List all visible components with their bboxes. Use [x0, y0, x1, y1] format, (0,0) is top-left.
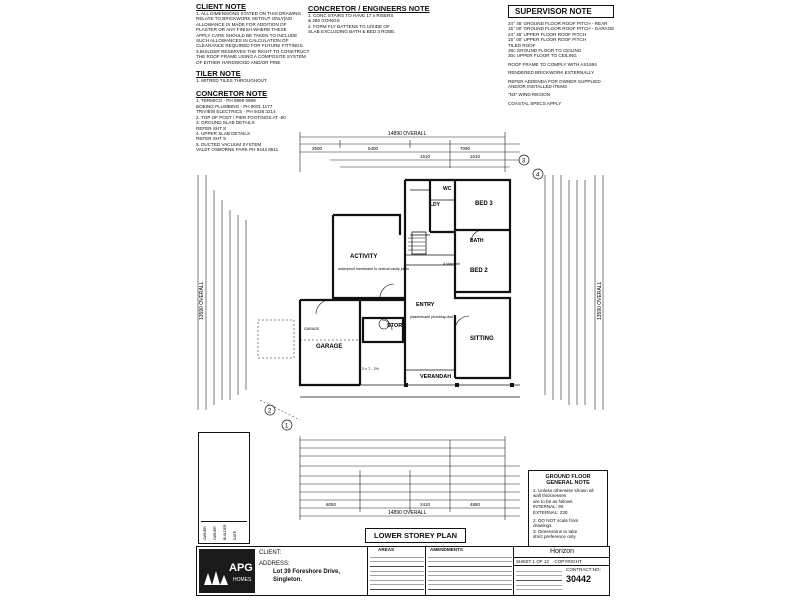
stair-treads: [408, 237, 425, 251]
svg-text:DATE: DATE: [233, 530, 237, 540]
supervisor-note: SUPERVISOR NOTE 24° 45' GROUND FLOOR ROO…: [508, 5, 615, 106]
room-activity: ACTIVITY: [350, 254, 377, 260]
room-ldy: LDY: [430, 202, 441, 208]
section-marker-3: 3: [518, 154, 530, 166]
door-swings: [315, 229, 484, 331]
tiler-note-title: TILER NOTE: [196, 69, 241, 79]
amendments-label: AMENDMENTS: [430, 547, 463, 552]
client-note-title: CLIENT NOTE: [196, 2, 246, 11]
contract-no-label: CONTRACT NO:: [566, 567, 601, 572]
overall-bottom-label: 14890 OVERALL: [388, 510, 427, 516]
room-store: STORE: [387, 323, 406, 329]
title-block: APG HOMES CLIENT: ADDRESS: Lot 39 Foresh…: [196, 546, 610, 596]
top-dim-1: 5400: [368, 146, 379, 151]
room-bed2: BED 2: [470, 268, 488, 274]
amendments-grid: [428, 553, 512, 592]
right-dimension-lines: [544, 175, 604, 410]
client-note: CLIENT NOTE 1. ALL DIMENSIONS STATED ON …: [196, 2, 309, 153]
annotation-plumbing-duct: plasterboard plumbing duct: [410, 315, 453, 319]
supervisor-note-body: 24° 45' GROUND FLOOR ROOF PITCH - REAR 1…: [508, 21, 615, 106]
owner-label-strip: OWNER OWNER BUILDER DATE: [203, 524, 237, 540]
verandah-posts: [404, 383, 514, 387]
section-marker-4: 4: [532, 168, 544, 180]
svg-text:BUILDER: BUILDER: [223, 524, 227, 540]
annotation-steps: 2 x 7 - 2½: [362, 367, 380, 371]
plan-title: LOWER STOREY PLAN: [365, 528, 467, 543]
overall-right-label: 13590 OVERALL: [597, 281, 603, 320]
top-dimension-lines: [299, 132, 520, 172]
tiler-note-body: 1. MITRED TILES THROUGHOUT.: [196, 78, 268, 84]
room-bed3: BED 3: [475, 201, 493, 207]
contract-number: 30442: [566, 574, 592, 584]
overall-top-label: 14890 OVERALL: [388, 131, 427, 137]
areas-grid: [370, 553, 424, 592]
svg-text:HOMES: HOMES: [233, 577, 252, 583]
areas-table: AREAS: [367, 547, 426, 595]
overall-left-label: 13590 OVERALL: [199, 281, 205, 320]
section-marker-2: 2: [264, 404, 276, 416]
left-dimension-lines: [197, 175, 247, 410]
copyright-label: COPYRIGHT: [554, 559, 582, 564]
top-dim-4: 1610: [470, 154, 481, 159]
top-dim-3: 1610: [420, 154, 431, 159]
bottom-dimension-lines: [299, 436, 520, 520]
owner-signature-box: [198, 432, 250, 544]
concreter-note-title: CONCRETOR NOTE: [196, 89, 268, 99]
address-line-2: Singleton.: [273, 577, 302, 583]
project-details-grid: [516, 567, 562, 593]
project-name: Horizon: [549, 548, 575, 555]
general-note-box: GROUND FLOOR GENERAL NOTE 1. Unless othe…: [528, 470, 608, 550]
svg-text:1: 1: [285, 424, 289, 430]
bottom-dim-1: 2410: [420, 502, 431, 507]
address-line-1: Lot 39 Foreshore Drive,: [273, 569, 341, 575]
top-dim-2: 7090: [460, 146, 471, 151]
sheet-number: SHEET 1 OF 12: [516, 559, 550, 564]
svg-text:3: 3: [522, 159, 526, 165]
logo-trees-icon: APG HOMES: [204, 562, 253, 585]
general-note-body: 1. Unless otherwise shown all wall thick…: [533, 488, 594, 540]
client-note-body: 1. ALL DIMENSIONS STATED ON THIS DRAWING…: [196, 11, 310, 65]
room-bath: BATH: [470, 238, 484, 244]
bottom-dim-2: 4880: [470, 502, 481, 507]
svg-text:OWNER: OWNER: [213, 526, 217, 540]
company-logo: APG HOMES: [199, 549, 255, 593]
amendments-table: AMENDMENTS: [425, 547, 514, 595]
concretor-engineers-note-title: CONCRETOR / ENGINEERS NOTE: [308, 4, 430, 13]
concretor-engineers-note-body: 1. CONC STAIRS TO HAVE 17 x RISERS & 280…: [308, 13, 396, 35]
areas-label: AREAS: [378, 547, 395, 552]
general-note-title: GROUND FLOOR GENERAL NOTE: [545, 474, 591, 486]
concreter-note-body: 1. TERMICO - PH 9999 0999 BOEING PLUMBIN…: [196, 98, 286, 153]
room-wc: WC: [443, 186, 452, 192]
concretor-engineers-note: CONCRETOR / ENGINEERS NOTE 1. CONC STAIR…: [308, 4, 430, 35]
project-block: Horizon SHEET 1 OF 12 COPYRIGHT CONTRACT…: [513, 547, 610, 595]
room-sitting: SITTING: [470, 336, 494, 342]
supervisor-note-title: SUPERVISOR NOTE: [508, 5, 615, 18]
dashed-outlines: [257, 319, 361, 421]
annotation-garage: GARAGE: [304, 327, 320, 331]
room-garage: GARAGE: [316, 344, 342, 350]
room-verandah: VERANDAH: [420, 374, 451, 380]
walls: [298, 178, 512, 387]
svg-text:OWNER: OWNER: [203, 526, 207, 540]
section-marker-1: 1: [281, 419, 293, 431]
svg-text:2: 2: [268, 409, 272, 415]
svg-text:4: 4: [536, 173, 540, 179]
client-label: CLIENT:: [259, 550, 282, 556]
annotation-waterproof: waterproof membrane to vertical cavity j…: [338, 267, 409, 271]
annotation-stairwell: 4 stairwell: [443, 262, 460, 266]
top-dim-0: 2500: [312, 146, 323, 151]
address-label: ADDRESS:: [259, 561, 290, 567]
room-entry: ENTRY: [416, 302, 435, 308]
svg-text:APG: APG: [229, 562, 253, 574]
bottom-dim-0: 6050: [326, 502, 337, 507]
